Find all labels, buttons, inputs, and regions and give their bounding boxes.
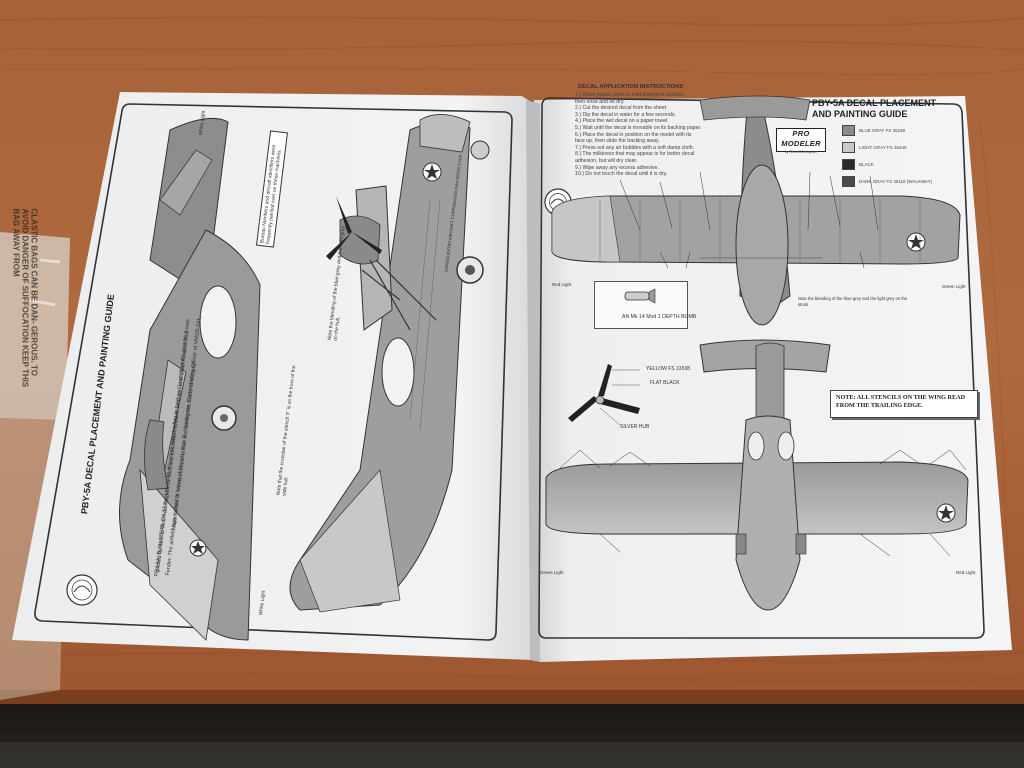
left-page-seal-logo xyxy=(66,574,98,606)
red-light-label-bottom: Red Light xyxy=(956,570,976,575)
prop-hub-label: SILVER HUB xyxy=(620,424,650,430)
legend-item: LIGHT GRAY FS 36440 xyxy=(842,139,962,156)
legend-swatch xyxy=(842,125,855,136)
paint-color-legend: BLUE GRAY FS 35189 LIGHT GRAY FS 36440 B… xyxy=(842,122,962,190)
instruction-step: 8.) The milkiness that may appear is for… xyxy=(575,151,695,158)
red-light-label-top: Red Light xyxy=(552,282,572,287)
right-page-frame xyxy=(538,97,985,639)
instruction-step: 7.) Press out any air bubbles with a sof… xyxy=(575,144,695,151)
catalina-side-view-starboard xyxy=(118,117,261,641)
instruction-step: 5.) Wait until the decal is movable on i… xyxy=(575,124,702,131)
legend-label: BLUE GRAY FS 35189 xyxy=(859,128,906,133)
legend-swatch xyxy=(842,142,855,153)
wing-stencil-note: NOTE: ALL STENCILS ON THE WING READ FROM… xyxy=(830,390,978,418)
instruction-step: 6.) Place the decal in position on the m… xyxy=(575,131,692,138)
prop-black-label: FLAT BLACK xyxy=(650,380,680,386)
legend-item: DARK GRAY FS 36118 (WALKWAY) xyxy=(842,173,962,190)
legend-label: BLACK xyxy=(859,162,874,167)
legend-item: BLACK xyxy=(842,156,962,173)
prop-yellow-label: YELLOW FS 13538 xyxy=(646,366,690,372)
instructions-list: 1.) Wash plastic parts in mild detergent… xyxy=(575,92,745,178)
legend-swatch xyxy=(842,176,855,187)
promodeler-logo: PRO MODELER by Revell-Monogram xyxy=(776,128,826,154)
instruction-step: 4.) Place the wet decal on a paper towel… xyxy=(575,118,669,125)
green-light-label-bottom: Green Light xyxy=(540,570,564,575)
instructions-title: DECAL APPLICATION INSTRUCTIONS xyxy=(578,84,684,90)
catalina-top-view xyxy=(551,95,961,326)
instruction-step: 3.) Dip the decal in water for a few sec… xyxy=(575,111,676,118)
promodeler-logo-sub: by Revell-Monogram xyxy=(784,150,818,154)
instruction-step: 2.) Cut the desired decal from the sheet… xyxy=(575,105,668,112)
instruction-step: 1.) Wash plastic parts in mild detergent… xyxy=(575,92,686,98)
right-page-title-line-1: PBY-5A DECAL PLACEMENT xyxy=(812,98,937,108)
instruction-step: then rinse and let dry. xyxy=(575,98,625,105)
instruction-step: 9.) Wipe away any excess adhesive. xyxy=(575,164,659,171)
left-page-frame xyxy=(34,103,513,641)
blending-note-right: Note the blending of the blue-grey and t… xyxy=(798,296,908,307)
legend-swatch xyxy=(842,159,855,170)
catalina-underside-view xyxy=(545,339,969,611)
promodeler-logo-text: PRO MODELER xyxy=(781,129,821,148)
right-page-title-line-2: AND PAINTING GUIDE xyxy=(812,109,908,119)
depth-bomb-label: AN Mk 14 Mod 1 DEPTH BOMB xyxy=(622,314,697,320)
legend-label: DARK GRAY FS 36118 (WALKWAY) xyxy=(859,179,933,184)
depth-bomb-icon xyxy=(624,288,656,304)
legend-label: LIGHT GRAY FS 36440 xyxy=(859,145,907,150)
instruction-step: 10.) Do not touch the decal until it is … xyxy=(575,171,668,178)
table-edge xyxy=(0,690,1024,704)
page-gutter xyxy=(526,100,540,662)
plastic-bag-warning: CLASTIC BAGS CAN BE DAN- GEROUS. TO AVOI… xyxy=(11,208,39,388)
instruction-step: face up, then slide the backing away. xyxy=(575,138,660,145)
propeller-diagram xyxy=(568,364,640,426)
legend-item: BLUE GRAY FS 35189 xyxy=(842,122,962,139)
depth-bomb-inset xyxy=(594,281,688,329)
catalina-side-view-port xyxy=(289,114,490,613)
instruction-step: adhesion, but will dry clear. xyxy=(575,157,638,164)
green-light-label-top: Green Light xyxy=(942,284,966,289)
